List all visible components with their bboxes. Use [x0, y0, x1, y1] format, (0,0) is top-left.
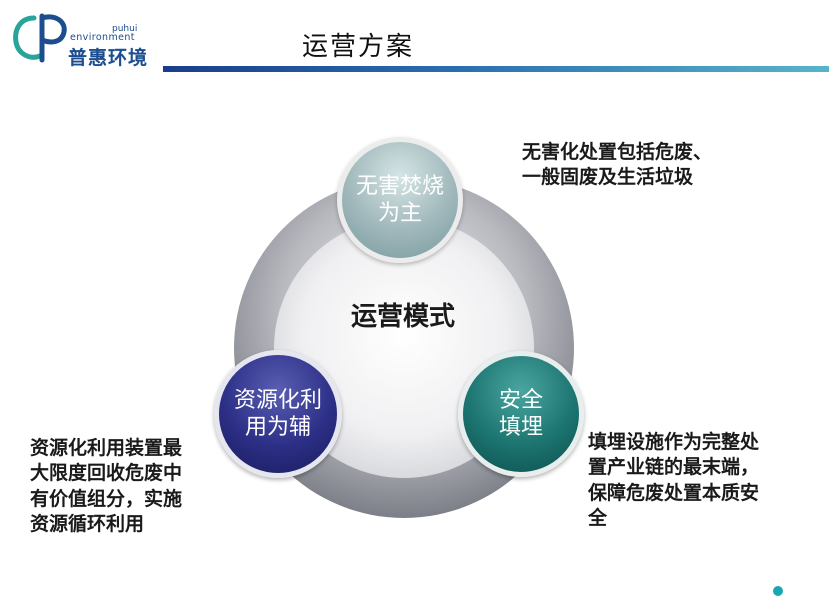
logo-text-en-1: puhui: [112, 24, 138, 34]
description-incineration: 无害化处置包括危废、 一般固废及生活垃圾: [522, 141, 713, 189]
node-landfill: 安全 填埋: [458, 351, 584, 477]
center-label: 运营模式: [350, 302, 455, 332]
slide-indicator-dot: [773, 586, 783, 596]
description-landfill: 填埋设施作为完整处 置产业链的最末端， 保障危废处置本质安 全: [588, 431, 760, 529]
title-underline-bar: [163, 66, 829, 72]
logo-text-cn: 普惠环境: [68, 47, 149, 69]
node-resource-utilization: 资源化利 用为辅: [214, 350, 342, 478]
description-resource-utilization: 资源化利用装置最 大限度回收危废中 有价值组分，实施 资源循环利用: [30, 437, 183, 535]
logo-text-en-2: environment: [70, 32, 135, 43]
node-resource-utilization-label: 资源化利 用为辅: [233, 387, 322, 441]
logo-mark-icon: [13, 13, 67, 63]
node-incineration-label: 无害焚烧 为主: [355, 173, 444, 227]
page-title: 运营方案: [302, 32, 415, 62]
node-incineration: 无害焚烧 为主: [337, 137, 463, 263]
node-landfill-label: 安全 填埋: [498, 387, 543, 441]
company-logo: puhui environment 普惠环境: [12, 10, 152, 69]
